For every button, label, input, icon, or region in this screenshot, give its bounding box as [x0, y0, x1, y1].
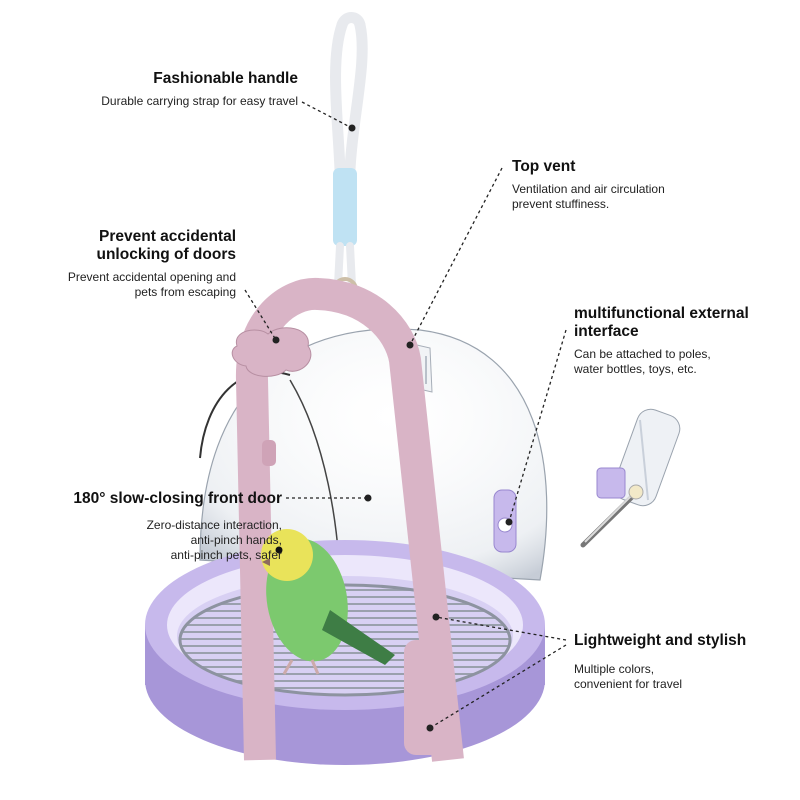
callout-door-lock: Prevent accidental unlocking of doors Pr… — [20, 228, 236, 300]
callout-handle: Fashionable handle Durable carrying stra… — [40, 70, 298, 109]
callout-external-interface: multifunctional external interface Can b… — [574, 305, 789, 377]
callout-external-interface-title: multifunctional external interface — [574, 305, 749, 340]
callout-door-lock-desc: Prevent accidental opening and pets from… — [67, 270, 236, 299]
leader-dots — [272, 124, 513, 732]
callout-lightweight-title: Lightweight and stylish — [574, 632, 747, 649]
water-bottle-accessory — [580, 408, 681, 548]
leader-lines — [244, 101, 567, 729]
callout-front-door-desc: Zero-distance interaction, anti-pinch ha… — [146, 518, 282, 562]
callout-front-door-title: 180° slow-closing front door — [73, 490, 282, 507]
carrying-strap[interactable] — [330, 12, 368, 303]
callout-front-door: 180° slow-closing front door Zero-distan… — [18, 490, 282, 563]
door-lock[interactable] — [231, 327, 312, 377]
callout-handle-title: Fashionable handle — [153, 70, 298, 87]
budgie — [261, 529, 395, 675]
callout-handle-desc: Durable carrying strap for easy travel — [101, 94, 298, 108]
transparent-dome — [199, 328, 548, 581]
external-interface-port[interactable] — [493, 489, 517, 553]
callout-external-interface-desc: Can be attached to poles, water bottles,… — [574, 347, 711, 376]
callout-lightweight-desc: Multiple colors, convenient for travel — [574, 662, 683, 691]
strap-sleeve — [333, 168, 357, 246]
callout-door-lock-title: Prevent accidental unlocking of doors — [96, 228, 237, 263]
door-hinge — [262, 440, 276, 466]
callout-top-vent: Top vent Ventilation and air circulation… — [512, 158, 762, 212]
callout-top-vent-desc: Ventilation and air circulation prevent … — [512, 182, 665, 211]
callout-lightweight: Lightweight and stylish Multiple colors,… — [574, 632, 789, 692]
callout-top-vent-title: Top vent — [512, 158, 576, 175]
